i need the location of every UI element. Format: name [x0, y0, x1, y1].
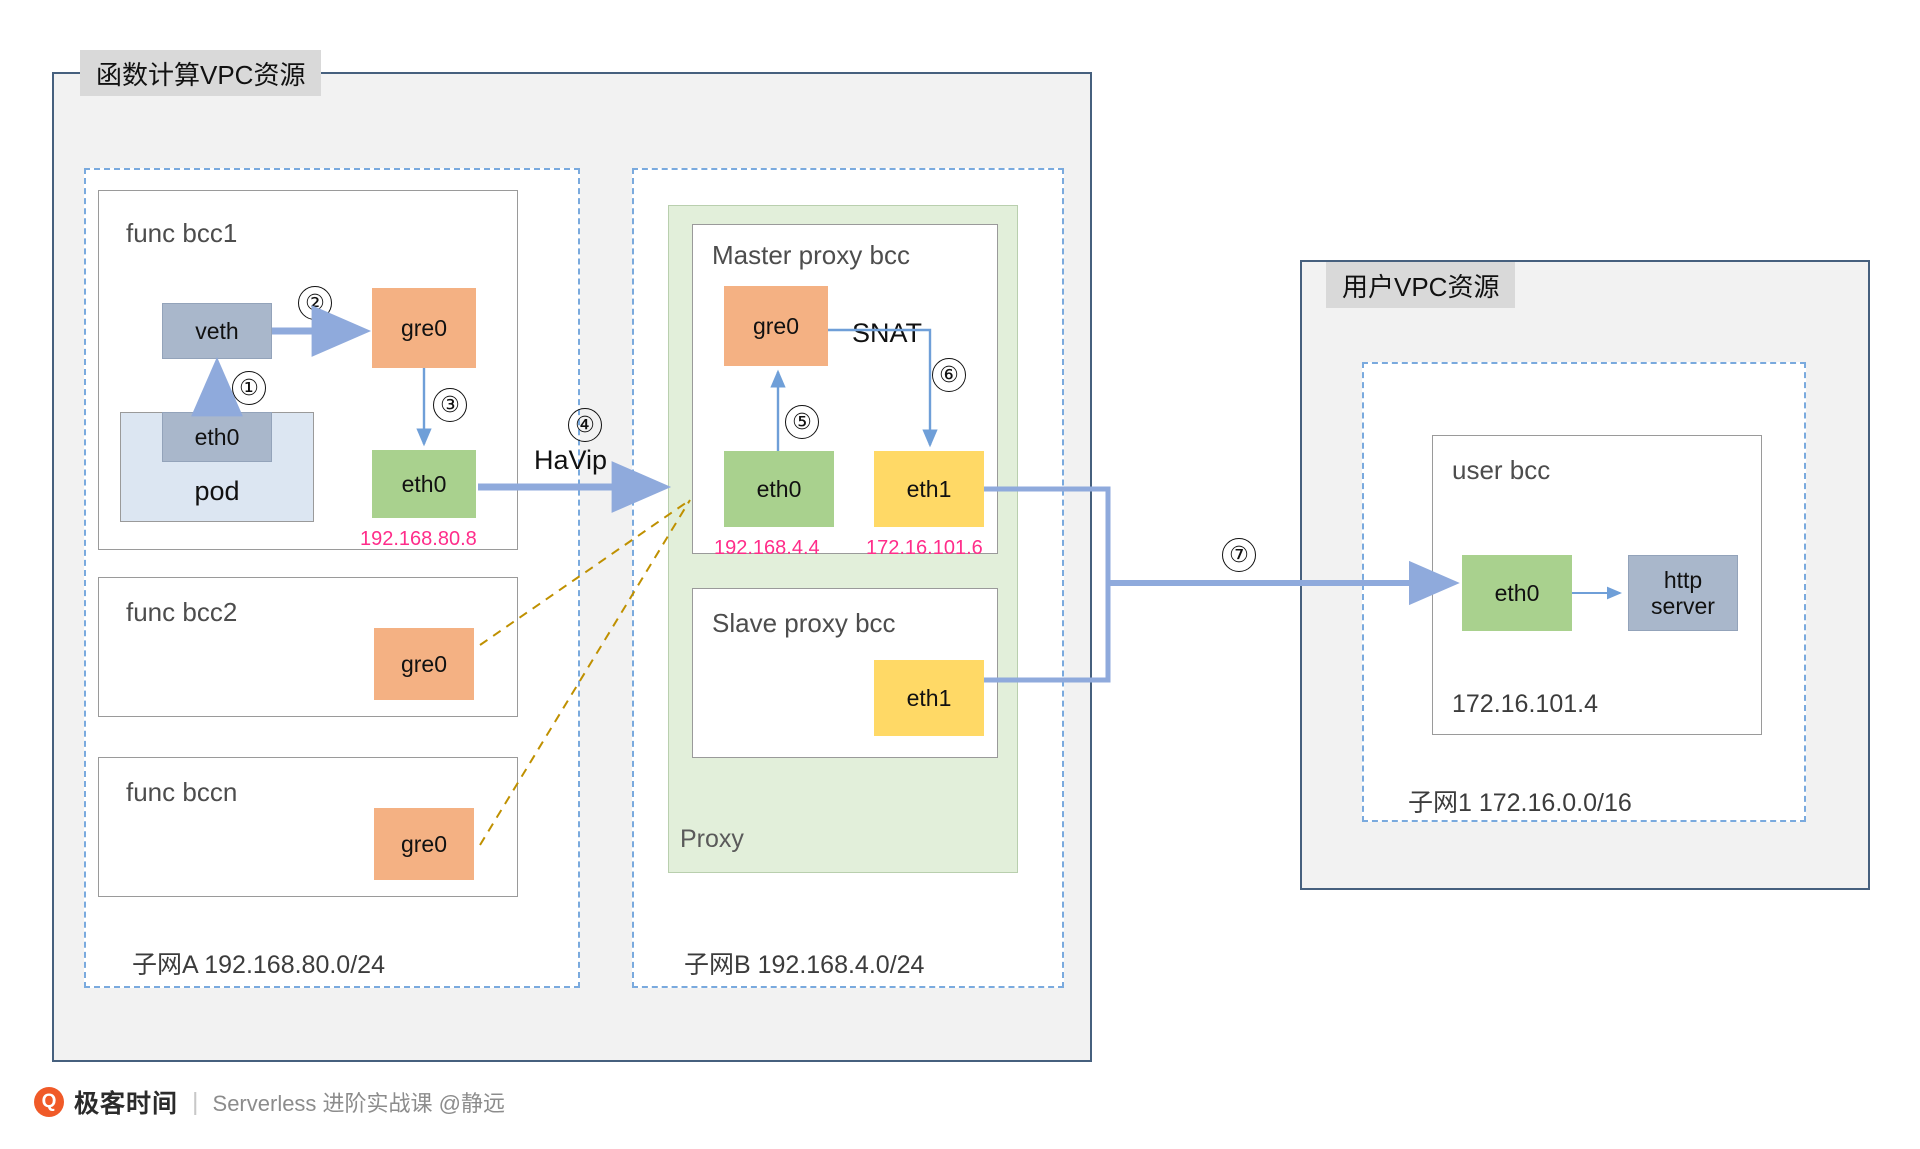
node-slave-eth1: eth1 — [874, 660, 984, 736]
ip-master-eth0: 192.168.4.4 — [714, 537, 820, 559]
step-7-badge: ⑦ — [1222, 538, 1256, 572]
snat-label: SNAT — [852, 318, 923, 348]
subnet-a-label: 子网A 192.168.80.0/24 — [132, 951, 385, 979]
http-server-line2: server — [1651, 593, 1715, 619]
step-4-badge: ④ — [568, 408, 602, 442]
host-func-bccn-title: func bccn — [126, 777, 238, 807]
step-3-badge: ③ — [433, 388, 467, 422]
step-6-badge: ⑥ — [932, 358, 966, 392]
footer-divider: | — [192, 1087, 199, 1116]
host-master-proxy-title: Master proxy bcc — [712, 240, 910, 270]
node-master-gre0: gre0 — [724, 286, 828, 366]
fc-vpc-title-text: 函数计算VPC资源 — [96, 59, 306, 90]
host-user-bcc-title: user bcc — [1452, 455, 1551, 485]
node-bcc2-gre0: gre0 — [374, 628, 474, 700]
step-1-badge: ① — [232, 371, 266, 405]
host-func-bcc2-title: func bcc2 — [126, 597, 238, 627]
node-bcc1-gre0: gre0 — [372, 288, 476, 368]
user-subnet1-label: 子网1 172.16.0.0/16 — [1408, 789, 1632, 817]
node-user-http-server: http server — [1628, 555, 1738, 631]
user-vpc-title: 用户VPC资源 — [1326, 262, 1516, 308]
proxy-group-label: Proxy — [680, 825, 744, 853]
node-bcc1-eth0: eth0 — [372, 450, 476, 518]
subnet-b-label: 子网B 192.168.4.0/24 — [684, 951, 925, 979]
footer-brand: 极客时间 — [74, 1090, 179, 1118]
step-5-badge: ⑤ — [785, 405, 819, 439]
node-bccn-gre0: gre0 — [374, 808, 474, 880]
footer-branding: Q 极客时间 | Serverless 进阶实战课 @静远 — [34, 1084, 505, 1120]
host-slave-proxy-title: Slave proxy bcc — [712, 608, 896, 638]
user-vpc-title-text: 用户VPC资源 — [1342, 271, 1500, 302]
ip-user-bcc: 172.16.101.4 — [1452, 690, 1598, 718]
node-master-eth0: eth0 — [724, 451, 834, 527]
node-user-eth0: eth0 — [1462, 555, 1572, 631]
node-bcc1-pod-eth0: eth0 — [162, 412, 272, 462]
host-func-bcc1-title: func bcc1 — [126, 218, 238, 248]
fc-vpc-title: 函数计算VPC资源 — [80, 50, 322, 96]
node-bcc1-pod: pod — [120, 412, 314, 522]
step-2-badge: ② — [298, 286, 332, 320]
ip-bcc1-eth0: 192.168.80.8 — [360, 528, 477, 550]
http-server-line1: http — [1663, 566, 1703, 593]
node-bcc1-veth: veth — [162, 303, 272, 359]
node-bcc1-pod-label: pod — [194, 476, 240, 506]
geekbang-logo-icon: Q — [34, 1087, 64, 1117]
footer-course: Serverless 进阶实战课 @静远 — [212, 1091, 505, 1116]
ip-master-eth1: 172.16.101.6 — [866, 537, 983, 559]
havip-label: HaVip — [534, 445, 608, 475]
node-master-eth1: eth1 — [874, 451, 984, 527]
